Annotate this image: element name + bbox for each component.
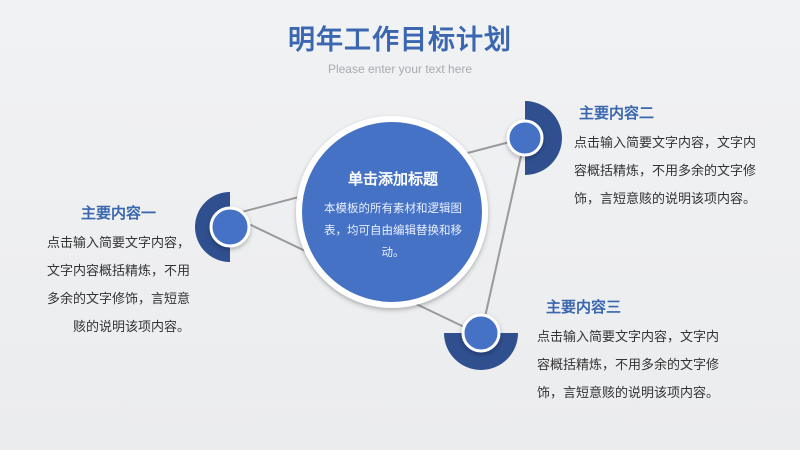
item-2-heading[interactable]: 主要内容二 [579, 104, 655, 122]
connector-line-3 [480, 137, 526, 336]
node-1-circle [209, 206, 251, 248]
item-3-heading[interactable]: 主要内容三 [546, 298, 622, 316]
page-title: 明年工作目标计划 [288, 25, 512, 56]
center-circle [296, 116, 488, 308]
center-title[interactable]: 单击添加标题 [347, 170, 438, 188]
node-2-circle [506, 119, 544, 157]
item-3-body[interactable]: 点击输入简要文字内容，文字内容概括精炼，不用多余的文字修饰，言短意赅的说明该项内… [537, 330, 720, 401]
center-text-block: 单击添加标题 本模板的所有素材和逻辑图表，均可自由编辑替换和移动。 [318, 168, 468, 263]
item-2-body[interactable]: 点击输入简要文字内容，文字内容概括精炼，不用多余的文字修饰，言短意赅的说明该项内… [574, 136, 757, 207]
page-subtitle: Please enter your text here [327, 62, 473, 76]
node-3-ring [444, 333, 518, 370]
item-1-heading[interactable]: 主要内容一 [81, 204, 157, 222]
node-3-circle [461, 313, 501, 353]
center-body[interactable]: 本模板的所有素材和逻辑图表，均可自由编辑替换和移动。 [324, 201, 462, 259]
item-1-body[interactable]: 点击输入简要文字内容，文字内容概括精炼，不用多余的文字修饰，言短意赅的说明该项内… [46, 236, 190, 335]
